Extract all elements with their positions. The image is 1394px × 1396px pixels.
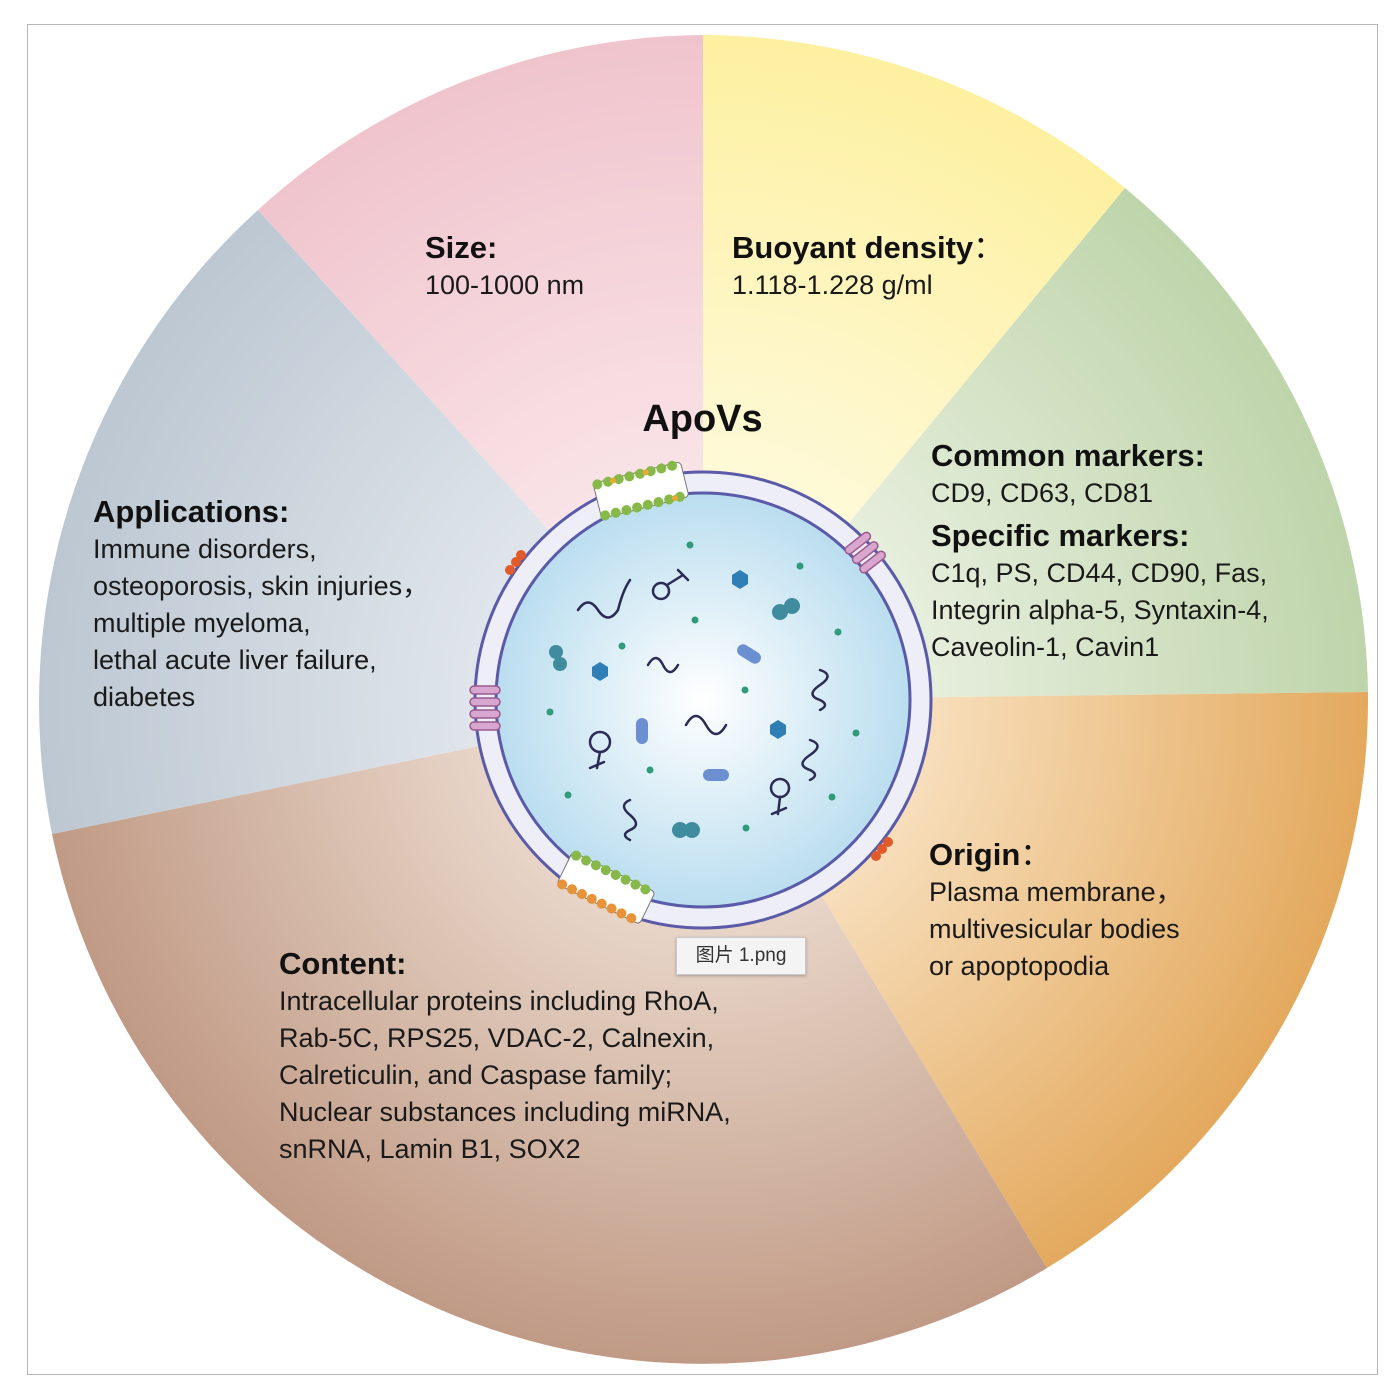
origin-punct: ： bbox=[1020, 837, 1052, 872]
surface-marker-left bbox=[505, 550, 526, 575]
origin-section: Origin： Plasma membrane， multivesicular … bbox=[929, 835, 1183, 985]
diagram-title: ApoVs bbox=[642, 398, 763, 440]
surface-marker-right bbox=[871, 837, 893, 861]
image-filename-tooltip: 图片 1.png bbox=[676, 937, 806, 975]
lipid-raft-bottom bbox=[557, 850, 655, 924]
markers-section: Common markers: CD9, CD63, CD81 Specific… bbox=[931, 436, 1269, 666]
content-line: Rab-5C, RPS25, VDAC-2, Calnexin, bbox=[279, 1023, 715, 1053]
origin-line: multivesicular bodies bbox=[929, 914, 1180, 944]
applications-line: diabetes bbox=[93, 682, 196, 712]
origin-line: Plasma membrane， bbox=[929, 877, 1183, 907]
vesicle-blobs bbox=[549, 598, 800, 838]
applications-line: multiple myeloma, bbox=[93, 608, 311, 638]
membrane-protein-left bbox=[469, 685, 501, 731]
vesicle bbox=[473, 470, 933, 930]
applications-line: osteoporosis, skin injuries， bbox=[93, 571, 430, 601]
applications-line: lethal acute liver failure, bbox=[93, 645, 377, 675]
size-heading: Size: bbox=[425, 230, 498, 265]
content-line: snRNA, Lamin B1, SOX2 bbox=[279, 1134, 581, 1164]
origin-heading: Origin bbox=[929, 837, 1021, 872]
content-line: Intracellular proteins including RhoA, bbox=[279, 986, 719, 1016]
origin-line: or apoptopodia bbox=[929, 951, 1110, 981]
density-heading: Buoyant density bbox=[732, 230, 974, 265]
applications-heading: Applications: bbox=[93, 494, 290, 529]
content-section: Content: Intracellular proteins includin… bbox=[279, 944, 731, 1168]
vesicle-rods bbox=[636, 644, 761, 781]
membrane-protein-right bbox=[844, 531, 887, 574]
vesicle-cargo bbox=[576, 568, 829, 842]
common-markers-heading: Common markers: bbox=[931, 438, 1205, 473]
specific-markers-line: Caveolin-1, Cavin1 bbox=[931, 632, 1160, 662]
common-markers-line: CD9, CD63, CD81 bbox=[931, 478, 1154, 508]
size-section: Size: 100-1000 nm bbox=[425, 228, 584, 304]
specific-markers-line: Integrin alpha-5, Syntaxin-4, bbox=[931, 595, 1269, 625]
specific-markers-heading: Specific markers: bbox=[931, 518, 1190, 553]
density-section: Buoyant density： 1.118-1.228 g/ml bbox=[732, 228, 1004, 304]
density-line: 1.118-1.228 g/ml bbox=[732, 270, 933, 300]
applications-section: Applications: Immune disorders, osteopor… bbox=[93, 492, 429, 716]
content-line: Calreticulin, and Caspase family; bbox=[279, 1060, 673, 1090]
content-line: Nuclear substances including miRNA, bbox=[279, 1097, 731, 1127]
lipid-raft-top bbox=[592, 460, 689, 521]
vesicle-dots bbox=[546, 541, 860, 832]
applications-line: Immune disorders, bbox=[93, 534, 317, 564]
specific-markers-line: C1q, PS, CD44, CD90, Fas, bbox=[931, 558, 1268, 588]
content-heading: Content: bbox=[279, 946, 407, 981]
vesicle-proteins bbox=[592, 570, 786, 739]
density-punct: ： bbox=[973, 230, 1005, 265]
size-line: 100-1000 nm bbox=[425, 270, 585, 300]
